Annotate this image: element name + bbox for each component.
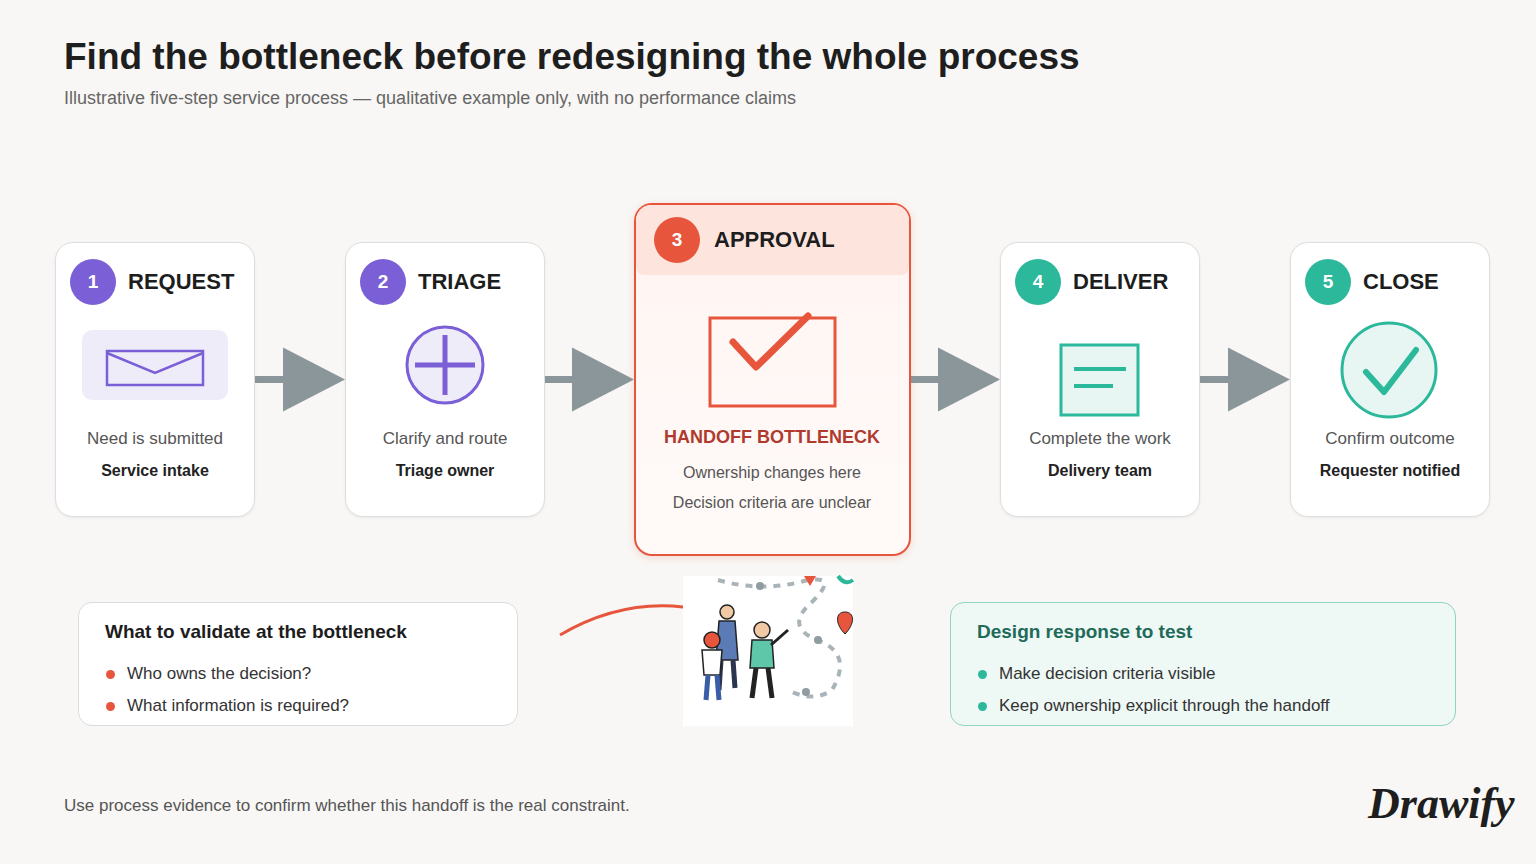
box-text: Make decision criteria visible	[999, 664, 1215, 684]
step-number-text: 4	[1015, 271, 1061, 294]
process-box: DELIVER Complete the workDelivery team 4	[1000, 242, 1200, 517]
box-text: Who owns the decision?	[127, 664, 311, 684]
note-box: What to validate at the bottleneckWho ow…	[78, 602, 518, 726]
box-text: Complete the work	[1001, 429, 1199, 449]
brand-watermark: Drawify	[1368, 778, 1515, 831]
page-subtitle: Illustrative five-step service process —…	[64, 88, 796, 110]
arrow-shaft	[1200, 376, 1230, 383]
document-icon	[1061, 345, 1138, 415]
box-text: Confirm outcome	[1291, 429, 1489, 449]
step-number: 3	[654, 217, 700, 263]
bullet-dot	[106, 670, 115, 679]
leader-curve	[560, 606, 683, 635]
plus-icon	[407, 327, 483, 403]
box-heading: CLOSE	[1363, 269, 1439, 295]
step-number: 4	[1015, 259, 1061, 305]
step-number: 5	[1305, 259, 1351, 305]
arrow-head	[283, 348, 345, 412]
check-circle-icon	[1342, 323, 1436, 417]
box-text: What information is required?	[127, 696, 349, 716]
step-number-text: 1	[70, 271, 116, 294]
box-text: Delivery team	[1001, 461, 1199, 480]
team-illustration	[683, 576, 853, 726]
box-text: Requester notified	[1291, 461, 1489, 480]
bullet-dot	[978, 670, 987, 679]
step-number: 2	[360, 259, 406, 305]
flow-arrow	[911, 348, 1000, 412]
note-box: Design response to testMake decision cri…	[950, 602, 1456, 726]
step-number: 1	[70, 259, 116, 305]
flow-arrow	[255, 348, 345, 412]
box-text: Ownership changes here	[636, 463, 908, 482]
bottleneck-box: APPROVAL HANDOFF BOTTLENECK Ownership chan…	[634, 203, 911, 556]
page-title: Find the bottleneck before redesigning t…	[64, 35, 1080, 79]
step-number-text: 2	[360, 271, 406, 294]
box-text: Triage owner	[346, 461, 544, 480]
arrow-shaft	[545, 376, 574, 383]
footer-note: Use process evidence to confirm whether …	[64, 796, 630, 816]
box-heading: REQUEST	[128, 269, 234, 295]
box-text: Service intake	[56, 461, 254, 480]
process-box: TRIAGE Clarify and routeTriage owner 2	[345, 242, 545, 517]
box-heading: TRIAGE	[418, 269, 501, 295]
flow-arrow	[545, 348, 634, 412]
checkbox-icon	[710, 316, 835, 406]
box-text: Clarify and route	[346, 429, 544, 449]
box-heading: What to validate at the bottleneck	[105, 621, 407, 644]
flow-arrow	[1200, 348, 1290, 412]
box-heading: DELIVER	[1073, 269, 1168, 295]
arrow-shaft	[255, 376, 285, 383]
box-text: Keep ownership explicit through the hand…	[999, 696, 1329, 716]
arrow-head	[1228, 348, 1290, 412]
box-heading: APPROVAL	[714, 227, 835, 253]
box-heading: Design response to test	[977, 621, 1192, 644]
arrow-head	[572, 348, 634, 412]
bullet-dot	[978, 702, 987, 711]
step-number-text: 5	[1305, 271, 1351, 294]
step-number-text: 3	[654, 229, 700, 252]
envelope-icon	[82, 330, 228, 400]
box-text: HANDOFF BOTTLENECK	[636, 427, 908, 449]
box-text: Need is submitted	[56, 429, 254, 449]
arrow-shaft	[911, 376, 940, 383]
arrow-head	[938, 348, 1000, 412]
box-text: Decision criteria are unclear	[636, 493, 908, 512]
process-box: REQUEST Need is submittedService intake 1	[55, 242, 255, 517]
process-box: CLOSE Confirm outcomeRequester notified 5	[1290, 242, 1490, 517]
bullet-dot	[106, 702, 115, 711]
